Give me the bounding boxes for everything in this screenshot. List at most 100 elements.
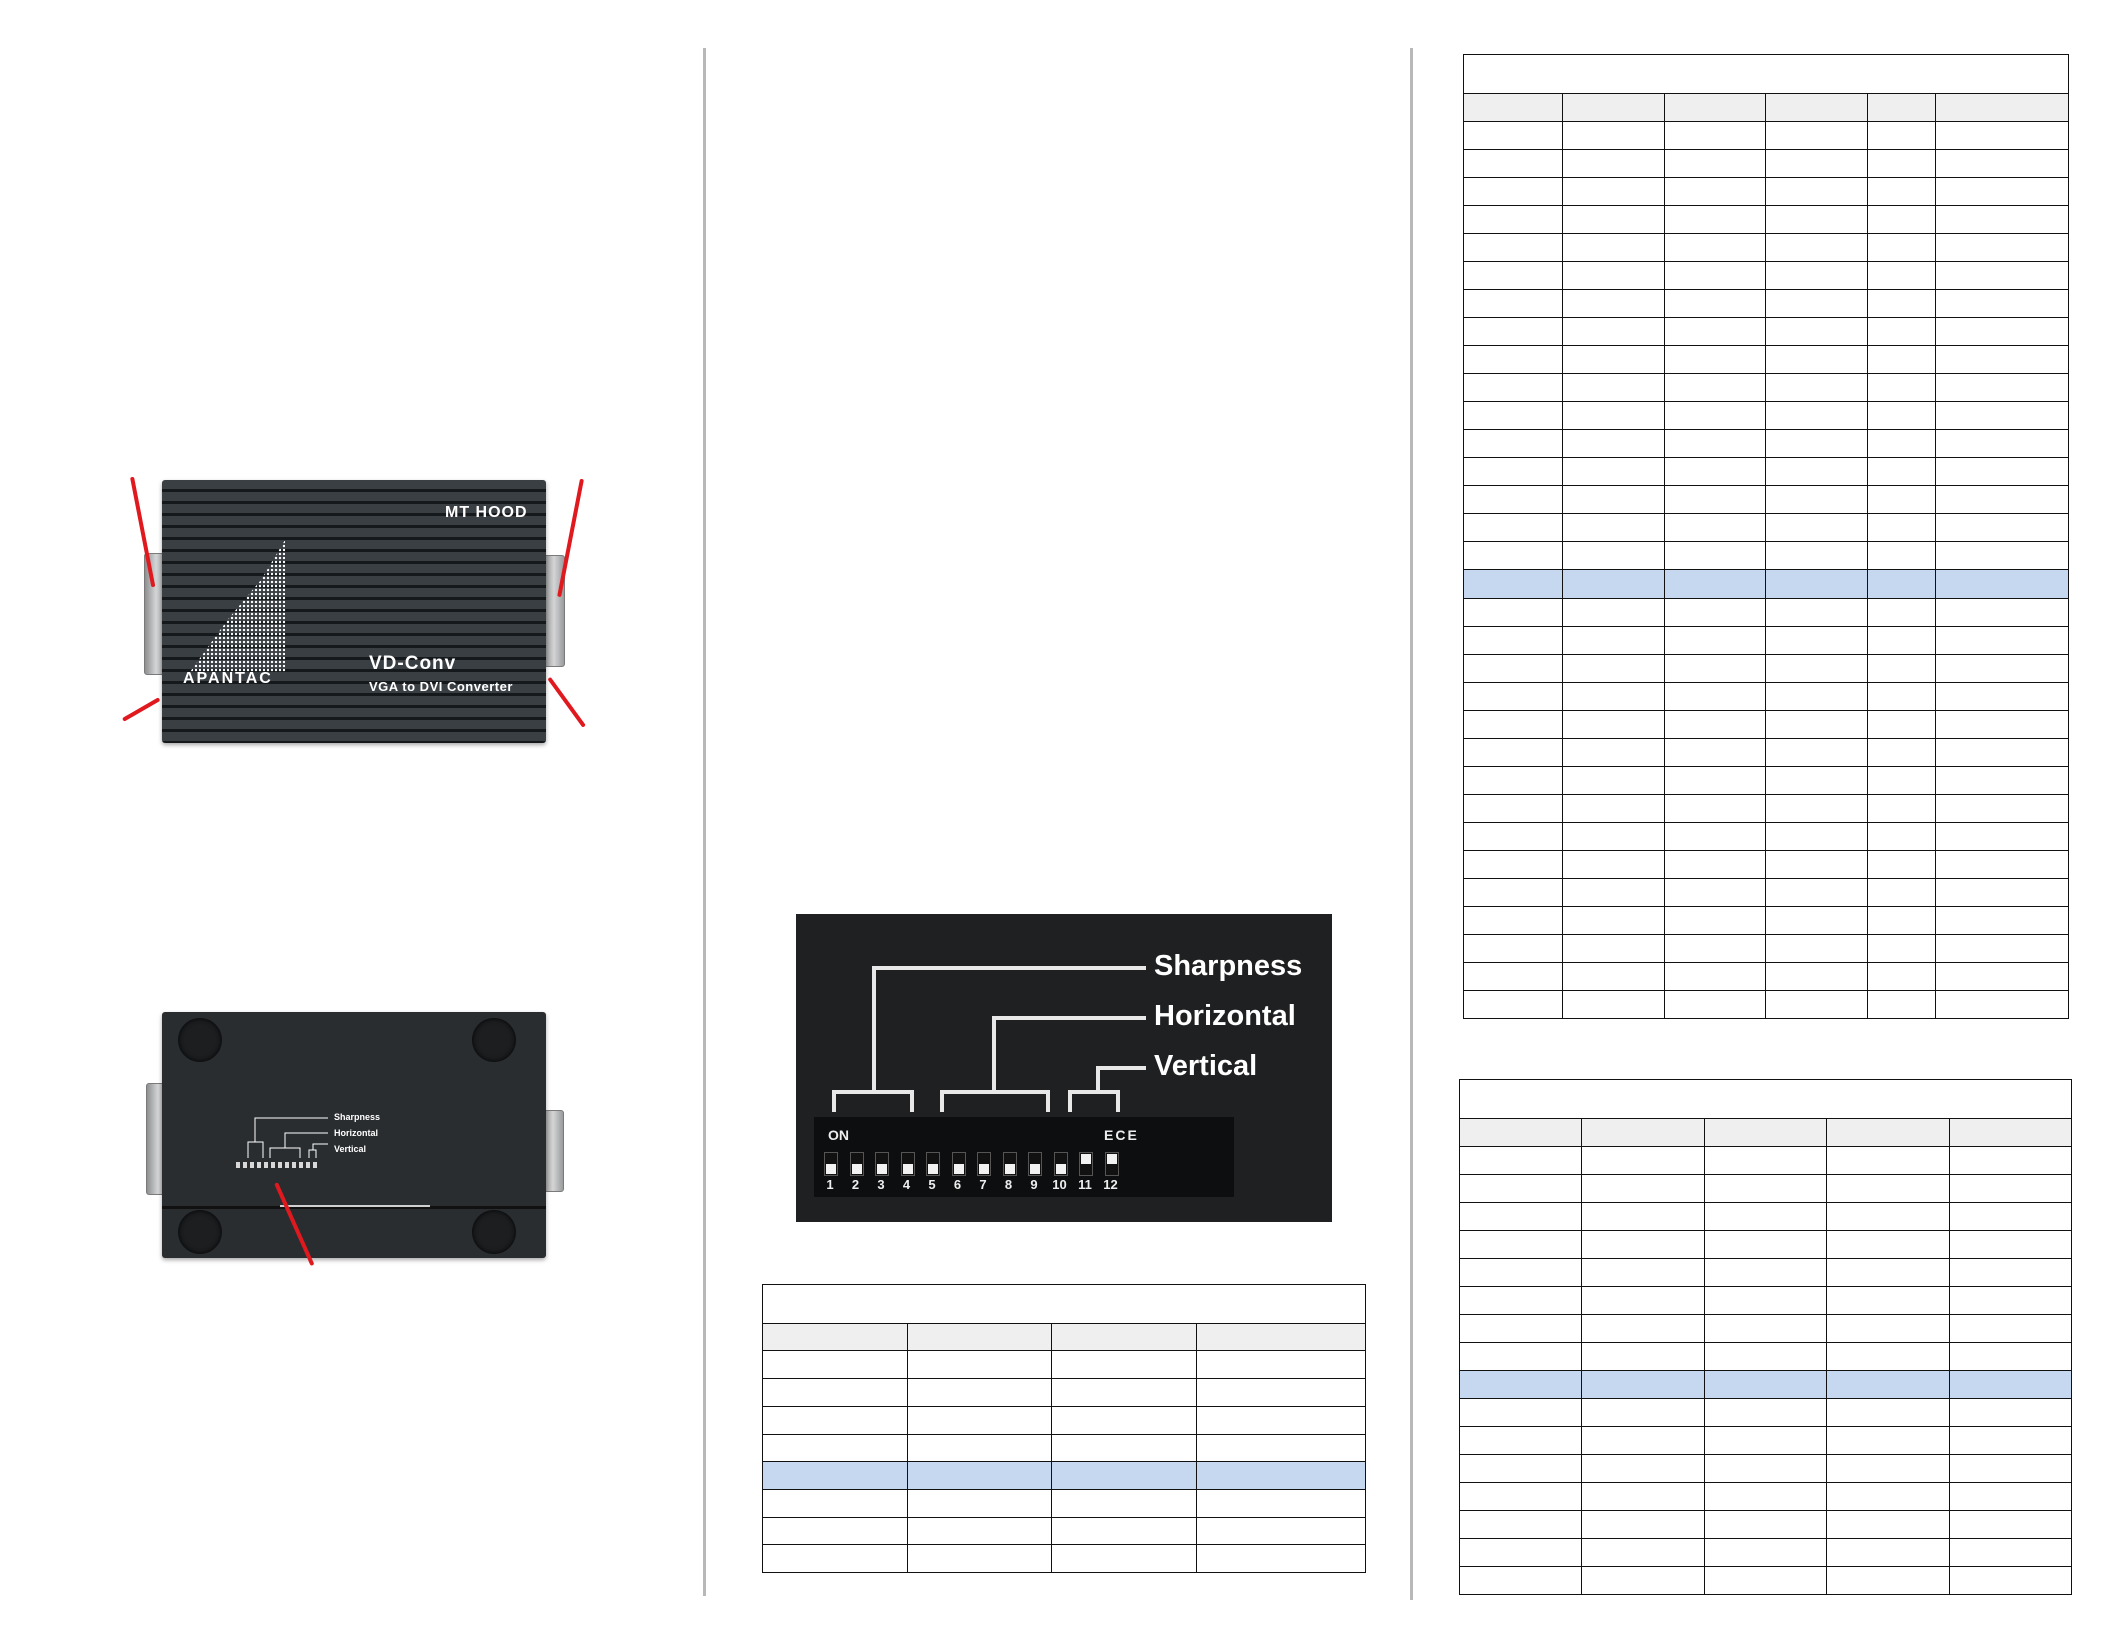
table-cell bbox=[1703, 1286, 1828, 1316]
table-cell bbox=[1196, 1544, 1366, 1573]
table-header-cell bbox=[1948, 1118, 2073, 1148]
table-cell bbox=[1948, 1314, 2073, 1344]
table-cell bbox=[762, 1378, 908, 1407]
table-cell bbox=[1765, 877, 1869, 907]
table-row bbox=[1458, 1481, 2073, 1511]
table-row bbox=[762, 1544, 1366, 1573]
table-row bbox=[1458, 1202, 2073, 1232]
table-cell bbox=[1948, 1258, 2073, 1288]
table-cell bbox=[1463, 849, 1563, 879]
table-cell bbox=[1765, 261, 1869, 291]
table-cell bbox=[1826, 1481, 1950, 1511]
table-row bbox=[1463, 289, 2069, 319]
dip-switch-10 bbox=[1053, 1152, 1068, 1176]
rubber-foot-bl bbox=[178, 1210, 222, 1254]
table-cell bbox=[1826, 1146, 1950, 1176]
callout-line-dvi-bottom bbox=[547, 676, 586, 728]
table-row bbox=[1463, 401, 2069, 431]
table-cell bbox=[1561, 429, 1665, 459]
table-row bbox=[762, 1433, 1366, 1463]
dip-switch-2 bbox=[849, 1152, 864, 1176]
table-cell bbox=[1867, 261, 1937, 291]
table-cell bbox=[1458, 1370, 1583, 1400]
table-header-cell bbox=[1765, 93, 1869, 123]
device-bottom-seam bbox=[162, 1206, 546, 1209]
table-row bbox=[1463, 205, 2069, 235]
table-cell bbox=[1703, 1370, 1828, 1400]
table-cell bbox=[1703, 1342, 1828, 1372]
brand-logo: APANTAC bbox=[183, 670, 273, 687]
dip-switch-number: 8 bbox=[1004, 1177, 1013, 1192]
table-cell bbox=[1935, 989, 2069, 1019]
table-cell bbox=[762, 1350, 908, 1380]
dip-switch-6 bbox=[951, 1152, 966, 1176]
table-cell bbox=[1581, 1202, 1705, 1232]
table-cell bbox=[1581, 1426, 1705, 1455]
table-row bbox=[1458, 1146, 2073, 1176]
table-cell bbox=[1581, 1258, 1705, 1288]
table-cell bbox=[1663, 485, 1767, 515]
table-row bbox=[1463, 317, 2069, 347]
table-cell bbox=[1826, 1202, 1950, 1232]
model-label: MT HOOD bbox=[445, 504, 528, 521]
table-cell bbox=[1948, 1146, 2073, 1176]
table-header-cell bbox=[1867, 93, 1937, 123]
table-cell bbox=[1663, 765, 1767, 795]
table-cell bbox=[1663, 541, 1767, 571]
table-cell bbox=[1948, 1537, 2073, 1567]
table-row bbox=[1458, 1537, 2073, 1567]
table-cell bbox=[1765, 289, 1869, 319]
table-cell bbox=[1867, 317, 1937, 347]
table-cell bbox=[1561, 933, 1665, 963]
table-row bbox=[1463, 597, 2069, 627]
table-row bbox=[1458, 1565, 2073, 1595]
table-cell bbox=[1867, 569, 1937, 599]
table-row bbox=[1458, 1370, 2073, 1400]
table-cell bbox=[1463, 821, 1563, 851]
table-row bbox=[762, 1405, 1366, 1435]
table-cell bbox=[1867, 989, 1937, 1019]
table-cell bbox=[1703, 1174, 1828, 1204]
table-cell bbox=[1948, 1230, 2073, 1260]
table-cell bbox=[1561, 317, 1665, 347]
table-row bbox=[762, 1516, 1366, 1546]
sharpness-leader-h bbox=[872, 966, 1146, 970]
dip-switch-number: 5 bbox=[928, 1177, 936, 1192]
table-cell bbox=[1765, 737, 1869, 767]
vertical-bracket bbox=[1068, 1090, 1120, 1094]
table-row bbox=[1463, 989, 2069, 1019]
table-cell bbox=[1663, 121, 1767, 151]
dip-on-label: ON bbox=[828, 1127, 849, 1143]
table-cell bbox=[1051, 1405, 1198, 1435]
table-cell bbox=[1561, 709, 1665, 739]
table-row bbox=[1458, 1398, 2073, 1427]
dip-switch-number: 10 bbox=[1052, 1177, 1067, 1192]
table-cell bbox=[1663, 653, 1767, 683]
dip-switch-8 bbox=[1002, 1152, 1017, 1176]
table-cell bbox=[1463, 373, 1563, 403]
table-cell bbox=[1196, 1405, 1366, 1435]
product-subtitle: VGA to DVI Converter bbox=[369, 679, 513, 694]
table-cell bbox=[1458, 1230, 1583, 1260]
table-cell bbox=[1867, 933, 1937, 963]
dip-switch-11 bbox=[1079, 1152, 1093, 1176]
table-cell bbox=[1463, 569, 1563, 599]
table-cell bbox=[1765, 541, 1869, 571]
table-cell bbox=[1935, 401, 2069, 431]
table-cell bbox=[1463, 793, 1563, 823]
table-cell bbox=[1663, 793, 1767, 823]
table-cell bbox=[1867, 653, 1937, 683]
table-cell bbox=[1765, 233, 1869, 263]
dip-switch-3 bbox=[875, 1152, 889, 1176]
table-cell bbox=[1561, 961, 1665, 991]
table-cell bbox=[762, 1488, 908, 1518]
table-cell bbox=[1458, 1426, 1583, 1455]
table-cell bbox=[1867, 429, 1937, 459]
table-cell bbox=[1051, 1350, 1198, 1380]
table-row bbox=[1463, 709, 2069, 739]
table-cell bbox=[1867, 961, 1937, 991]
table-cell bbox=[1948, 1509, 2073, 1539]
table-cell bbox=[1948, 1426, 2073, 1455]
horizontal-leader-v bbox=[992, 1016, 996, 1092]
dip-switch-number: 1 bbox=[826, 1177, 834, 1192]
